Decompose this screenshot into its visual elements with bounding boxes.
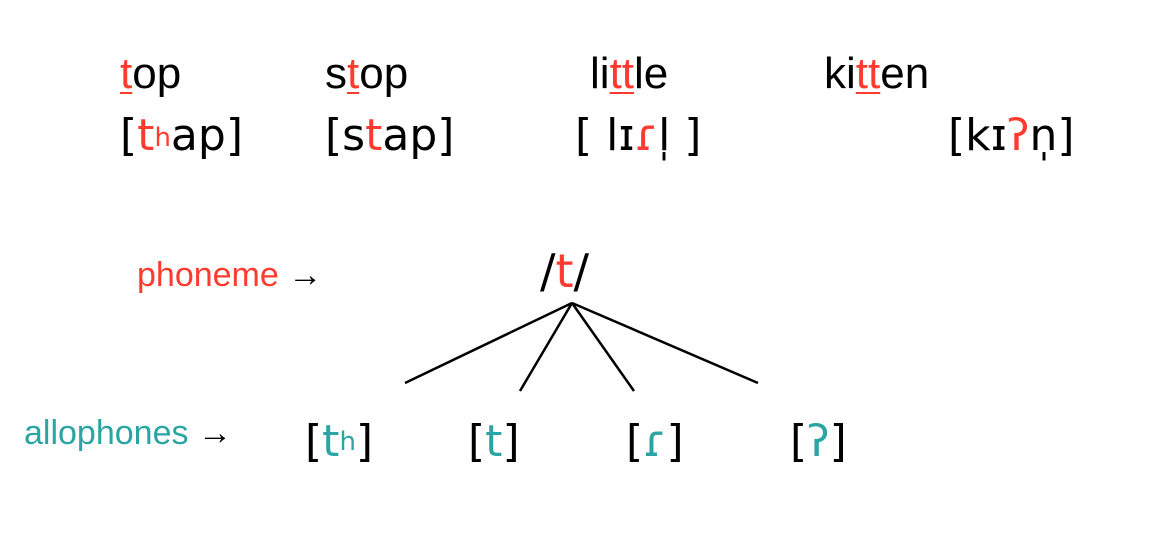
highlighted-t: t [120,49,133,98]
arrow-right-icon: → [197,414,232,452]
word-stop: stop [325,49,409,98]
highlighted-t: t [347,49,360,98]
ipa-kitten: [kɪʔn̩] [948,110,1075,161]
allophone-flap: [ɾ] [626,416,684,467]
word-top: top [120,49,182,98]
phoneme-label: phoneme → [137,256,323,294]
allophones-label: allophones → [24,414,232,452]
highlighted-tt: tt [855,49,881,98]
ipa-top: [thap] [120,110,243,161]
branch-line-2 [518,302,574,392]
branch-line-4 [571,301,759,385]
allophone-aspirated-t: [th] [305,416,374,467]
ipa-little: [ lɪɾl̩ ] [575,110,702,161]
word-kitten: kitten [824,49,930,98]
highlighted-tt: tt [609,49,635,98]
phoneme-t: /t/ [540,244,590,298]
ipa-stop: [stap] [325,110,455,161]
branch-line-3 [570,302,636,392]
allophone-glottal-stop: [ʔ] [790,416,847,467]
allophone-plain-t: [t] [468,416,520,467]
word-little: little [590,49,669,98]
arrow-right-icon: → [288,256,323,294]
branch-line-1 [404,301,573,385]
